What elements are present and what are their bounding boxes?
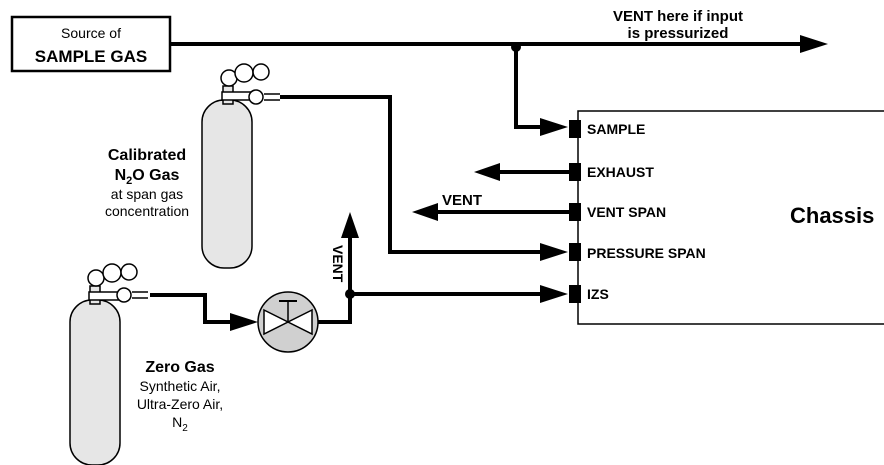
zero-gas-line — [150, 293, 232, 324]
port-izs-fitting — [569, 285, 581, 303]
izs-vent-arrow — [341, 212, 359, 238]
chassis-box: Chassis — [577, 110, 884, 325]
sample-port-arrow — [540, 118, 568, 136]
valve-inlet-arrow — [230, 313, 258, 331]
cal-gas-cylinder — [201, 63, 280, 269]
izs-vent-label: VENT — [330, 245, 346, 283]
exhaust-arrow — [474, 163, 500, 181]
source-box-line1: Source of — [61, 25, 121, 41]
zero-gas-cylinder — [69, 263, 148, 465]
port-label-sample: SAMPLE — [587, 121, 645, 137]
shutoff-valve — [257, 291, 319, 353]
port-label-izs: IZS — [587, 286, 609, 302]
port-sample-fitting — [569, 120, 581, 138]
cal-gas-formula: N2O Gas — [115, 167, 180, 187]
port-label-exhaust: EXHAUST — [587, 164, 654, 180]
cal-gas-desc1: at span gas — [111, 186, 183, 202]
vent-span-arrow — [412, 203, 438, 221]
chassis-ports: SAMPLE EXHAUST VENT SPAN PRESSURE SPAN I… — [569, 120, 706, 303]
vent-arrow-head — [800, 35, 828, 53]
izs-port-arrow — [540, 285, 568, 303]
zero-gas-desc2: Ultra-Zero Air, — [137, 396, 223, 412]
cal-gas-desc2: concentration — [105, 203, 189, 219]
port-pressure-span-fitting — [569, 243, 581, 261]
sample-junction-dot — [511, 42, 521, 52]
port-label-pressure-span: PRESSURE SPAN — [587, 245, 706, 261]
zero-gas-desc3: N2 — [172, 414, 188, 434]
port-label-vent-span: VENT SPAN — [587, 204, 666, 220]
vent-note-line2: is pressurized — [628, 25, 729, 42]
sample-gas-line — [170, 42, 800, 129]
port-exhaust-fitting — [569, 163, 581, 181]
chassis-title: Chassis — [790, 203, 874, 228]
cal-gas-line — [280, 95, 540, 254]
port-vent-span-fitting — [569, 203, 581, 221]
cal-gas-title: Calibrated — [108, 147, 186, 164]
izs-junction-dot — [345, 289, 355, 299]
zero-gas-desc1: Synthetic Air, — [140, 378, 221, 394]
izs-line — [318, 238, 540, 324]
vent-note-line1: VENT here if input — [613, 8, 743, 25]
vent-span-vent-label: VENT — [442, 192, 482, 209]
zero-gas-title: Zero Gas — [145, 359, 214, 376]
sample-gas-source-box: Source of SAMPLE GAS — [10, 15, 172, 73]
source-box-line2: SAMPLE GAS — [35, 47, 147, 66]
pressure-span-arrow — [540, 243, 568, 261]
